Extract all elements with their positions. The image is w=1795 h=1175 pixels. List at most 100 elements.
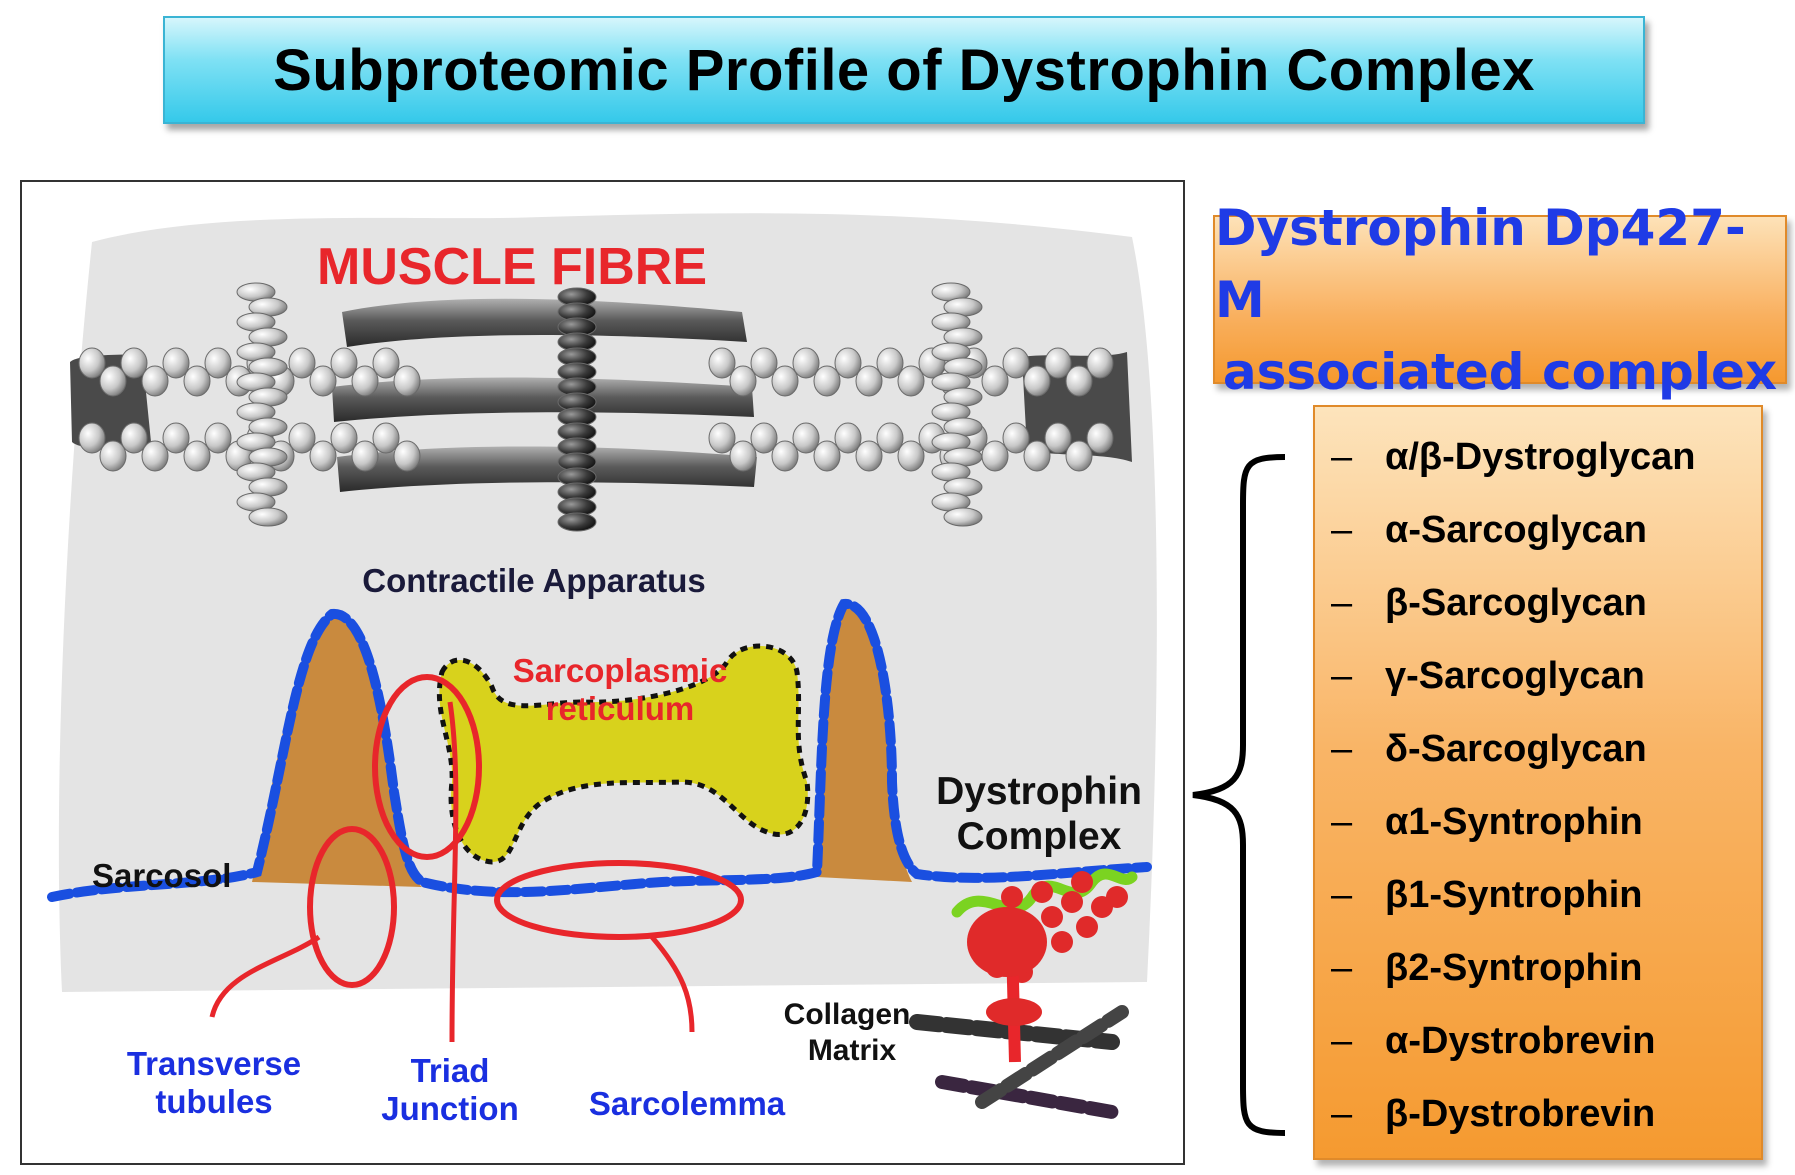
actin-bead (309, 365, 337, 397)
actin-bead (393, 365, 421, 397)
page-title: Subproteomic Profile of Dystrophin Compl… (273, 37, 1535, 103)
list-item: – γ-Sarcoglycan (1315, 640, 1761, 713)
thick-filament-bottom (337, 446, 757, 492)
collagen-label-line1: Collagen (784, 998, 911, 1031)
component-label: β-Dystrobrevin (1385, 1093, 1656, 1135)
actin-bead (771, 365, 799, 397)
actin-bead (1002, 347, 1030, 379)
sarcolemma-pointer (650, 935, 695, 1033)
component-label: α-Sarcoglycan (1385, 509, 1648, 551)
actin-bead (162, 422, 190, 454)
transverse-pointer (209, 934, 321, 1018)
actin-bead (1065, 365, 1093, 397)
list-dash: – (1331, 509, 1353, 551)
protein-bead (1041, 906, 1063, 928)
actin-bead (120, 347, 148, 379)
actin-bead (813, 365, 841, 397)
actin-bead (708, 422, 736, 454)
complex-title-box: Dystrophin Dp427-M associated complex (1213, 199, 1787, 401)
m-line-beads (557, 287, 597, 532)
transverse-label-line1: Transverse (127, 1045, 301, 1082)
actin-bead (981, 440, 1009, 472)
actin-bead (771, 440, 799, 472)
actin-bead (99, 440, 127, 472)
list-item: – β-Sarcoglycan (1315, 567, 1761, 640)
thick-filament-middle (332, 377, 754, 422)
dystrophin-complex-molecules (909, 868, 1138, 1119)
sarcoglycan-cluster (967, 907, 1047, 977)
m-line-bead (557, 512, 597, 532)
actin-bead (288, 347, 316, 379)
syntrophin-helix (951, 868, 1138, 918)
protein-bead (1001, 886, 1023, 908)
collagen-label-line2: Matrix (808, 1034, 897, 1067)
actin-bead (372, 422, 400, 454)
actin-bead (99, 365, 127, 397)
protein-bead (1106, 886, 1128, 908)
dystrophin-complex-label-line1: Dystrophin (936, 770, 1142, 813)
actin-bead (1044, 422, 1072, 454)
curly-brace (1192, 454, 1286, 1136)
triad-junction-ellipse (372, 674, 482, 860)
actin-bead (141, 440, 169, 472)
actin-bead (330, 422, 358, 454)
complex-title-line2: associated complex (1222, 342, 1778, 401)
transverse-tubule-right (817, 606, 912, 882)
complex-title-line1: Dystrophin Dp427-M (1215, 198, 1746, 329)
actin-bead (1002, 422, 1030, 454)
dystrophin-complex-label-line2: Complex (957, 815, 1122, 858)
sarcoplasmic-label-line2: reticulum (546, 690, 695, 727)
list-dash: – (1331, 801, 1353, 843)
protein-bead (1061, 891, 1083, 913)
z-line-beads (236, 282, 983, 527)
list-item: – β-Dystrobrevin (1315, 1078, 1761, 1151)
actin-bead (897, 365, 925, 397)
sarcolemma-ellipse (494, 860, 744, 940)
actin-bead (729, 365, 757, 397)
component-label: β2-Syntrophin (1385, 947, 1643, 989)
actin-bead (78, 422, 106, 454)
list-item: – α/β-Dystroglycan (1315, 421, 1761, 494)
component-list: – α/β-Dystroglycan – α-Sarcoglycan – β-S… (1313, 405, 1763, 1160)
actin-bead (204, 347, 232, 379)
sarcoplasmic-reticulum (436, 643, 811, 865)
actin-bead (792, 422, 820, 454)
actin-bead (834, 422, 862, 454)
contractile-apparatus-label: Contractile Apparatus (362, 562, 706, 599)
collagen-strand-3 (975, 1005, 1129, 1109)
actin-bead (876, 422, 904, 454)
actin-bead (792, 347, 820, 379)
actin-bead (351, 365, 379, 397)
actin-bead (750, 422, 778, 454)
actin-bead (855, 440, 883, 472)
protein-bead (1076, 916, 1098, 938)
actin-bead (351, 440, 379, 472)
actin-bead (876, 347, 904, 379)
actin-bead (729, 440, 757, 472)
actin-bead (1065, 440, 1093, 472)
z-line-bead (248, 507, 288, 527)
list-item: – α-Sarcoglycan (1315, 494, 1761, 567)
component-label: δ-Sarcoglycan (1385, 728, 1647, 770)
component-label: γ-Sarcoglycan (1385, 655, 1645, 697)
actin-bead (855, 365, 883, 397)
sarcoplasmic-label-line1: Sarcoplasmic (513, 652, 728, 689)
actin-bead (309, 440, 337, 472)
list-dash: – (1331, 655, 1353, 697)
sarcolemma-membrane (47, 599, 1152, 902)
actin-bead (1086, 347, 1114, 379)
title-banner: Subproteomic Profile of Dystrophin Compl… (163, 16, 1645, 124)
actin-bead (393, 440, 421, 472)
actin-bead (372, 347, 400, 379)
list-dash: – (1331, 436, 1353, 478)
component-label: α1-Syntrophin (1385, 801, 1643, 843)
actin-bead (1023, 440, 1051, 472)
actin-bead (1086, 422, 1114, 454)
list-dash: – (1331, 874, 1353, 916)
component-label: α-Dystrobrevin (1385, 1020, 1656, 1062)
protein-bead (1071, 871, 1093, 893)
list-dash: – (1331, 582, 1353, 624)
component-label: β1-Syntrophin (1385, 874, 1643, 916)
component-label: α/β-Dystroglycan (1385, 436, 1696, 478)
actin-bead (288, 422, 316, 454)
